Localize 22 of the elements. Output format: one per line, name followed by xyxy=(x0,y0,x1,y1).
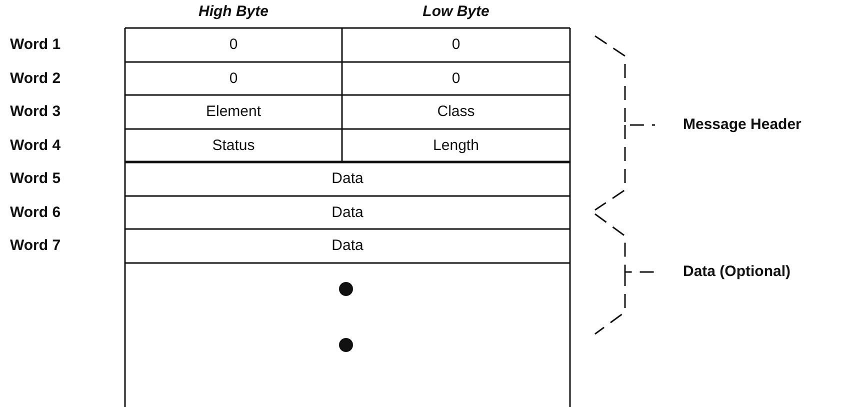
field-value: 0 xyxy=(228,68,239,88)
field-value: Data xyxy=(330,236,364,256)
field-value: Element xyxy=(204,102,262,122)
row-label: Word 5 xyxy=(10,169,61,189)
field-value: Length xyxy=(432,136,480,156)
row-label: Word 2 xyxy=(10,68,61,88)
column-heading: High Byte xyxy=(197,2,270,22)
row-label: Word 1 xyxy=(10,35,61,55)
field-value: 0 xyxy=(450,68,462,88)
bracket-label: Data (Optional) xyxy=(683,262,790,282)
row-label: Word 3 xyxy=(10,102,61,122)
row-label: Word 7 xyxy=(10,236,61,256)
column-heading: Low Byte xyxy=(422,2,490,22)
field-value: Data xyxy=(330,202,364,222)
field-value: Class xyxy=(436,102,476,122)
field-value: 0 xyxy=(450,35,462,55)
bracket-label: Message Header xyxy=(683,115,802,135)
field-value: Status xyxy=(211,136,256,156)
row-label: Word 4 xyxy=(10,136,61,156)
row-label: Word 6 xyxy=(10,202,61,222)
field-value: Data xyxy=(330,169,364,189)
field-value: 0 xyxy=(228,35,239,55)
